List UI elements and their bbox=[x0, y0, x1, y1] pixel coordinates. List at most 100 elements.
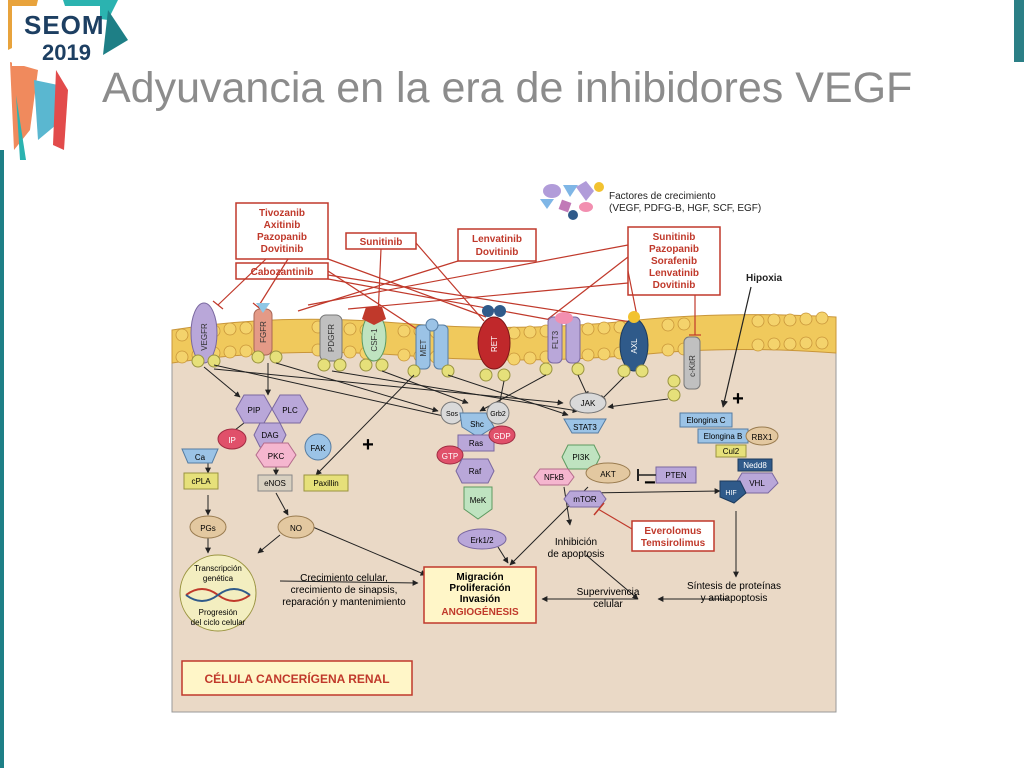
node-gtp: GTP bbox=[436, 445, 464, 465]
transcription-panel: Transcripción genética Progresión del ci… bbox=[179, 554, 257, 632]
gtp-label: GTP bbox=[442, 452, 458, 461]
flt3-label: FLT3 bbox=[551, 330, 560, 349]
ras-label: Ras bbox=[469, 439, 483, 448]
transcription-line-2: genética bbox=[203, 574, 234, 583]
node-mek: MeK bbox=[463, 486, 493, 520]
inhibition-lines bbox=[212, 242, 701, 336]
pip2-label: PIP bbox=[248, 406, 261, 415]
node-no: NO bbox=[277, 515, 315, 539]
hypoxia-arrow bbox=[720, 286, 752, 408]
drug-box-2: Cabozantinib bbox=[235, 262, 329, 280]
receptor-vegfr: VEGFR bbox=[190, 302, 218, 364]
right-accent-bar bbox=[1014, 0, 1024, 62]
mtor-inhibit-line bbox=[597, 508, 633, 530]
apoptosis-line-2: de apoptosis bbox=[548, 549, 605, 560]
cul2-label: Cul2 bbox=[723, 447, 740, 456]
paxillin-label: Paxillin bbox=[313, 479, 338, 488]
node-pten: PTEN bbox=[655, 466, 697, 484]
drug-box-5: Sunitinib Pazopanib Sorafenib Lenvatinib… bbox=[627, 226, 721, 296]
receptor-csf1: CSF-1 bbox=[361, 307, 387, 362]
growth-factor-icons bbox=[540, 181, 604, 220]
hif-label: HIF bbox=[725, 490, 736, 497]
slide-title: Adyuvancia en la era de inhibidores VEGF bbox=[102, 64, 913, 112]
node-nfkb: NFkB bbox=[533, 468, 575, 486]
drug-sorafenib: Sorafenib bbox=[651, 256, 697, 267]
node-stat3: STAT3 bbox=[563, 418, 607, 434]
node-jak: JAK bbox=[569, 392, 607, 414]
akt-label: AKT bbox=[600, 470, 616, 479]
node-pkc: PKC bbox=[255, 442, 297, 468]
drug-dovitinib: Dovitinib bbox=[261, 244, 304, 255]
elongin-c-label: Elongina C bbox=[686, 416, 725, 425]
receptor-pdgfr: PDGFR bbox=[319, 314, 343, 362]
cycle-line-1: Progresión bbox=[199, 608, 238, 617]
receptor-met: MET bbox=[415, 318, 449, 370]
node-mtor: mTOR bbox=[563, 490, 607, 508]
drug-temsirolimus: Temsirolimus bbox=[641, 538, 706, 549]
node-elongin-c: Elongina C bbox=[679, 412, 733, 428]
survival-line-2: celular bbox=[593, 599, 623, 610]
ckitr-label: c-KitR bbox=[688, 355, 697, 377]
drug-box-mtor: Everolomus Temsirolimus bbox=[631, 520, 715, 552]
drug-pazopanib-2: Pazopanib bbox=[649, 244, 699, 255]
logo-graphic bbox=[8, 0, 128, 160]
node-ip3: IP bbox=[217, 428, 247, 450]
mtor-inhibit-bar bbox=[593, 502, 605, 516]
seom-logo: SEOM 2019 bbox=[8, 0, 128, 160]
plus-sign-1: + bbox=[362, 434, 374, 456]
drug-dovitinib-2: Dovitinib bbox=[476, 247, 519, 258]
drug-tivozanib: Tivozanib bbox=[259, 208, 305, 219]
outcome-proliferation: Proliferación bbox=[449, 583, 510, 594]
left-accent-bar bbox=[0, 150, 4, 768]
hypoxia-label: Hipoxia bbox=[746, 273, 783, 284]
drug-axitinib: Axitinib bbox=[264, 220, 301, 231]
receptor-ret: RET bbox=[477, 305, 511, 370]
nfkb-label: NFkB bbox=[544, 473, 564, 482]
mek-label: MeK bbox=[470, 496, 487, 505]
drug-lenvatinib: Lenvatinib bbox=[472, 234, 522, 245]
receptor-axl: AXL bbox=[619, 311, 649, 372]
growth-factors-list: (VEGF, PDFG-B, HGF, SCF, EGF) bbox=[609, 203, 761, 214]
dag-label: DAG bbox=[261, 431, 278, 440]
pkc-label: PKC bbox=[268, 452, 285, 461]
erk-label: Erk1/2 bbox=[470, 536, 494, 545]
survival-line-1: Supervivencia bbox=[577, 587, 640, 598]
node-shc: Shc bbox=[459, 412, 495, 438]
raf-label: Raf bbox=[469, 467, 482, 476]
nedd8-label: Nedd8 bbox=[743, 461, 767, 470]
ret-label: RET bbox=[490, 336, 499, 352]
grb2-label: Grb2 bbox=[490, 411, 506, 418]
node-raf: Raf bbox=[455, 458, 495, 484]
cell-label-box: CÉLULA CANCERÍGENA RENAL bbox=[181, 660, 413, 696]
cell-label-text: CÉLULA CANCERÍGENA RENAL bbox=[204, 671, 389, 686]
pdgfr-label: PDGFR bbox=[327, 324, 336, 352]
protein-line-1: Síntesis de proteínas bbox=[687, 581, 781, 592]
csf1-label: CSF-1 bbox=[370, 328, 379, 352]
stat3-label: STAT3 bbox=[573, 423, 597, 432]
node-pip2: PIP bbox=[235, 394, 273, 424]
drug-box-1: Tivozanib Axitinib Pazopanib Dovitinib bbox=[235, 202, 329, 260]
ip3-label: IP bbox=[228, 436, 236, 445]
py-markers bbox=[191, 350, 681, 402]
main-outcome-box: Migración Proliferación Invasión ANGIOGÉ… bbox=[423, 566, 537, 624]
logo-year: 2019 bbox=[42, 40, 91, 65]
node-elongin-b: Elongina B bbox=[697, 428, 749, 444]
cycle-line-2: del ciclo celular bbox=[191, 618, 246, 627]
plc-label: PLC bbox=[282, 406, 298, 415]
vhl-label: VHL bbox=[749, 479, 765, 488]
enos-label: eNOS bbox=[264, 479, 286, 488]
rbx1-label: RBX1 bbox=[752, 433, 773, 442]
drug-lenvatinib-2: Lenvatinib bbox=[649, 268, 699, 279]
minus-sign: − bbox=[644, 472, 656, 494]
growth-line-1: Crecimiento celular, bbox=[300, 573, 388, 584]
growth-factors-label: Factores de crecimiento bbox=[609, 191, 716, 202]
fak-label: FAK bbox=[310, 444, 326, 453]
transcription-line-1: Transcripción bbox=[194, 564, 242, 573]
receptor-fgfr: FGFR bbox=[253, 303, 273, 356]
elongin-b-label: Elongina B bbox=[704, 432, 743, 441]
drug-pazopanib: Pazopanib bbox=[257, 232, 307, 243]
outcome-angiogenesis: ANGIOGÉNESIS bbox=[441, 605, 519, 618]
protein-line-2: y antiapoptosis bbox=[701, 593, 768, 604]
drug-box-4: Lenvatinib Dovitinib bbox=[457, 228, 537, 262]
node-paxillin: Paxillin bbox=[303, 474, 349, 492]
